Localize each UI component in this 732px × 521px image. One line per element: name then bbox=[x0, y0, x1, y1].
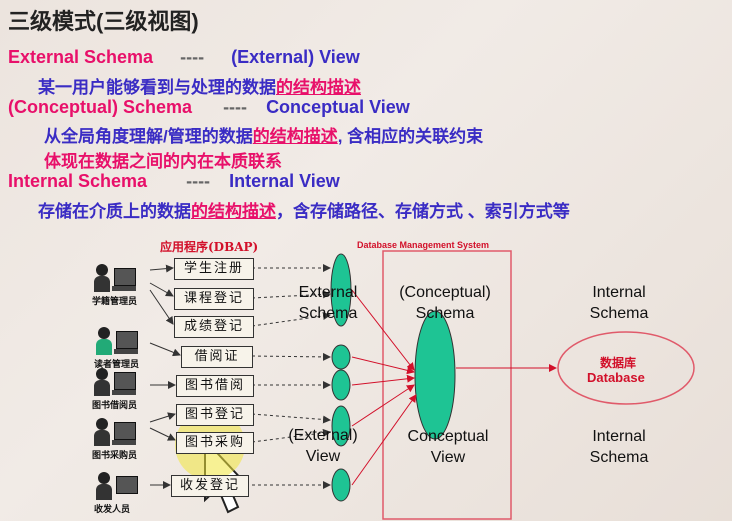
conceptual-schema-caption: (Conceptual) Schema bbox=[399, 284, 491, 322]
external-schema-row: External Schema ---- (External) View bbox=[8, 47, 360, 68]
dbms-box bbox=[382, 250, 512, 520]
slide-title: 三级模式(三级视图) bbox=[8, 9, 199, 34]
user-label: 读者管理员 bbox=[94, 359, 140, 369]
dash-separator: ---- bbox=[186, 171, 211, 191]
internal-schema-row: Internal Schema ---- Internal View bbox=[8, 171, 340, 192]
user-label: 收发人员 bbox=[94, 504, 131, 514]
internal-view-label: Internal View bbox=[229, 171, 340, 191]
person-computer-icon bbox=[92, 416, 138, 448]
conceptual-description: 从全局角度理解/管理的数据的结构描述, 含相应的关联约束 bbox=[44, 122, 483, 147]
dash-separator: ---- bbox=[223, 97, 248, 117]
person-computer-icon bbox=[92, 262, 138, 294]
user-mail-staff: 收发人员 bbox=[94, 470, 144, 515]
user-label: 图书借阅员 bbox=[92, 400, 138, 410]
app-library-card[interactable]: 借阅证 bbox=[181, 346, 253, 368]
internal-desc-underlined: 的结构描述 bbox=[191, 202, 276, 221]
app-mail-register[interactable]: 收发登记 bbox=[171, 475, 249, 497]
external-desc-underlined: 的结构描述 bbox=[276, 78, 361, 97]
user-book-borrow-staff: 图书借阅员 bbox=[92, 366, 142, 411]
dash-separator: ---- bbox=[180, 47, 205, 67]
conceptual-desc-tail: , 含相应的关联约束 bbox=[337, 127, 484, 146]
app-student-register[interactable]: 学生注册 bbox=[174, 258, 254, 280]
conceptual-desc-underlined: 的结构描述 bbox=[252, 127, 338, 146]
conceptual-schema-row: (Conceptual) Schema ---- Conceptual View bbox=[8, 97, 410, 118]
external-schema-ellipse-4 bbox=[331, 405, 351, 447]
conceptual-view-caption: Conceptual View bbox=[407, 428, 489, 466]
person-computer-icon bbox=[94, 470, 140, 502]
external-schema-ellipse-3 bbox=[331, 369, 351, 401]
person-computer-icon bbox=[94, 325, 140, 357]
internal-schema-caption: Internal Schema bbox=[589, 284, 649, 322]
internal-schema-label: Internal Schema bbox=[8, 171, 148, 191]
external-view-caption: (External) View bbox=[288, 427, 358, 465]
person-computer-icon bbox=[92, 366, 138, 398]
internal-desc-text: 存储在介质上的数据 bbox=[38, 202, 191, 221]
user-label: 图书采购员 bbox=[92, 450, 138, 460]
conceptual-description-2: 体现在数据之间的内在本质联系 bbox=[44, 152, 282, 171]
external-schema-ellipse-2 bbox=[331, 344, 351, 370]
external-description: 某一用户能够看到与处理的数据的结构描述 bbox=[38, 73, 361, 98]
app-grade-register[interactable]: 成绩登记 bbox=[174, 316, 254, 338]
dbms-header: Database Management System bbox=[357, 240, 490, 250]
external-desc-text: 某一用户能够看到与处理的数据 bbox=[38, 78, 276, 97]
conceptual-schema-ellipse bbox=[414, 310, 456, 440]
app-book-purchase[interactable]: 图书采购 bbox=[176, 432, 254, 454]
conceptual-view-label: Conceptual View bbox=[266, 97, 410, 117]
user-book-purchase-staff: 图书采购员 bbox=[92, 416, 142, 461]
app-course-register[interactable]: 课程登记 bbox=[174, 288, 254, 310]
external-schema-caption: External Schema bbox=[298, 284, 358, 322]
app-book-register[interactable]: 图书登记 bbox=[176, 404, 254, 426]
user-student-admin: 学籍管理员 bbox=[92, 262, 142, 307]
internal-desc-tail: ，含存储路径、存储方式 、索引方式等 bbox=[276, 202, 570, 221]
external-view-label: (External) View bbox=[231, 47, 360, 67]
internal-description: 存储在介质上的数据的结构描述，含存储路径、存储方式 、索引方式等 bbox=[38, 197, 570, 222]
external-schema-label: External Schema bbox=[8, 47, 154, 67]
database-cn-label: 数据库 bbox=[600, 356, 637, 370]
database-en-label: Database bbox=[587, 370, 645, 385]
external-schema-ellipse-1 bbox=[330, 253, 352, 327]
internal-view-caption: Internal Schema bbox=[589, 428, 649, 466]
conceptual-schema-label: (Conceptual) Schema bbox=[8, 97, 193, 117]
app-header: 应用程序(DBAP) bbox=[160, 240, 259, 254]
app-book-borrow[interactable]: 图书借阅 bbox=[176, 375, 254, 397]
external-schema-ellipse-5 bbox=[331, 468, 351, 502]
database-ellipse bbox=[557, 331, 695, 405]
conceptual-desc-text: 从全局角度理解/管理的数据 bbox=[44, 127, 253, 146]
user-reader-admin: 读者管理员 bbox=[94, 325, 144, 370]
user-label: 学籍管理员 bbox=[92, 296, 138, 306]
